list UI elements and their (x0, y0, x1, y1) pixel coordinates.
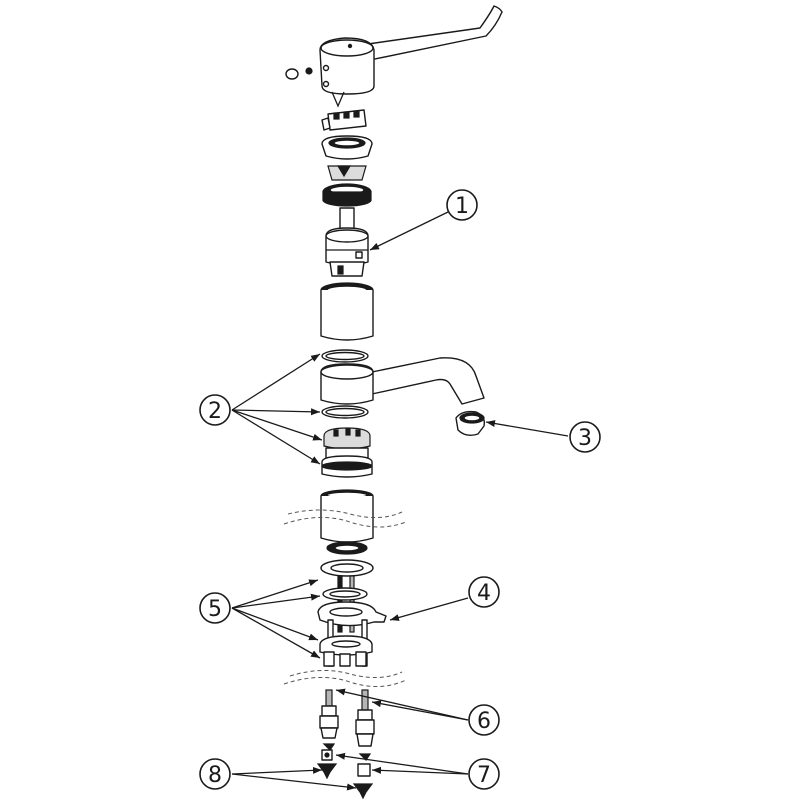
spindle-adapter (321, 109, 367, 131)
base-body (283, 489, 407, 543)
locking-nut (322, 183, 372, 207)
callout-1-label: 1 (455, 194, 469, 219)
o-ring-upper (321, 349, 369, 363)
o-ring-lower (321, 405, 369, 419)
cover-cap (321, 135, 373, 160)
callout-1: 1 (446, 189, 478, 221)
check-valve-left (321, 743, 336, 761)
callout-3: 3 (569, 421, 601, 453)
callout-6: 6 (468, 704, 500, 736)
callout-8-label: 8 (208, 763, 222, 788)
seal-ring (322, 587, 368, 601)
mixing-insert (321, 427, 373, 478)
callout-2-label: 2 (208, 399, 222, 424)
callout-2: 2 (199, 394, 231, 426)
fixing-washer-upper (326, 541, 368, 555)
callout-7-label: 7 (477, 763, 491, 788)
cartridge-sleeve (327, 165, 367, 181)
aerator (455, 410, 486, 437)
ceramic-cartridge (325, 207, 369, 277)
callout-4: 4 (468, 576, 500, 608)
callout-6-label: 6 (477, 709, 491, 734)
callout-5-label: 5 (208, 597, 222, 622)
flexible-hose-right (355, 689, 375, 747)
leader-lines (231, 211, 569, 791)
callout-4-label: 4 (477, 581, 491, 606)
callout-5: 5 (199, 592, 231, 624)
callout-8: 8 (199, 758, 231, 790)
body-sleeve (320, 282, 374, 341)
grub-screw (285, 67, 313, 80)
fixing-nut (283, 635, 407, 687)
filter-right (352, 783, 374, 800)
filter-left (316, 763, 338, 780)
check-valve-right (357, 753, 372, 777)
retaining-clip (331, 91, 345, 108)
flexible-hose-left (319, 689, 339, 739)
lever-handle (319, 5, 503, 95)
mounting-bracket (317, 601, 387, 627)
callout-7: 7 (468, 758, 500, 790)
callout-3-label: 3 (578, 426, 592, 451)
swivel-spout (320, 357, 485, 405)
